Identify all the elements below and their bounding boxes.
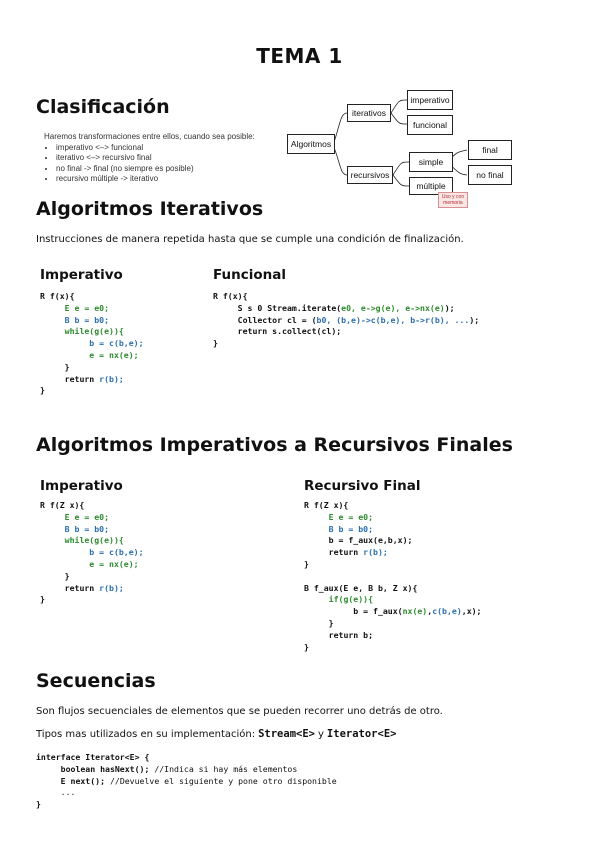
imp-rec-heading: Algoritmos Imperativos a Recursivos Fina…	[36, 434, 513, 456]
code-iterator-interface: interface Iterator<E> { boolean hasNext(…	[36, 752, 337, 810]
secuencias-heading: Secuencias	[36, 670, 156, 692]
iterativos-funcional-label: Funcional	[213, 267, 287, 283]
diagram-note-badge: Uso y con memoria	[438, 192, 468, 208]
clasificacion-heading: Clasificación	[36, 96, 170, 118]
iterativos-heading: Algoritmos Iterativos	[36, 198, 264, 220]
bullet-item: recursivo múltiple -> iterativo	[56, 174, 284, 185]
iterativos-description: Instrucciones de manera repetida hasta q…	[36, 234, 464, 245]
bullet-item: imperativo <–> funcional	[56, 143, 284, 154]
stream-type: Stream<E>	[258, 728, 315, 740]
diagram-node-multiple: múltiple	[409, 177, 453, 195]
diagram-node-recursivos: recursivos	[347, 166, 393, 184]
code-iterativo-funcional: R f(x){ S s 0 Stream.iterate(e0, e->g(e)…	[213, 291, 480, 349]
secuencias-conj: y	[318, 729, 324, 740]
clasificacion-bullets: imperativo <–> funcional iterativo <–> r…	[44, 143, 284, 185]
imp-rec-recursivo-label: Recursivo Final	[304, 478, 421, 494]
secuencias-description: Son flujos secuenciales de elementos que…	[36, 706, 443, 717]
diagram-node-iterativos: iterativos	[347, 104, 391, 122]
diagram-node-imperativo: imperativo	[407, 90, 453, 110]
iterator-type: Iterator<E>	[326, 728, 397, 740]
code-imp-rec-imperativo: R f(Z x){ E e = e0; B b = b0; while(g(e)…	[40, 500, 144, 605]
diagram-node-final: final	[468, 140, 512, 160]
clasificacion-intro: Haremos transformaciones entre ellos, cu…	[44, 132, 255, 141]
page-title: TEMA 1	[256, 44, 343, 68]
code-imp-rec-recursivo: R f(Z x){ E e = e0; B b = b0; b = f_aux(…	[304, 500, 482, 652]
imp-rec-imperativo-label: Imperativo	[40, 478, 123, 494]
secuencias-tipos-prefix: Tipos mas utilizados en su implementació…	[36, 729, 256, 740]
code-iterativo-imperativo: R f(x){ E e = e0; B b = b0; while(g(e)){…	[40, 291, 144, 396]
diagram-node-algoritmos: Algoritmos	[287, 134, 335, 154]
diagram-node-simple: simple	[409, 152, 453, 172]
bullet-item: iterativo <–> recursivo final	[56, 153, 284, 164]
diagram-node-funcional: funcional	[407, 115, 453, 135]
bullet-item: no final -> final (no siempre es posible…	[56, 164, 284, 175]
secuencias-tipos-line: Tipos mas utilizados en su implementació…	[36, 728, 396, 740]
iterativos-imperativo-label: Imperativo	[40, 267, 123, 283]
clasificacion-notes: Haremos transformaciones entre ellos, cu…	[44, 132, 284, 185]
diagram-node-no-final: no final	[468, 165, 512, 185]
